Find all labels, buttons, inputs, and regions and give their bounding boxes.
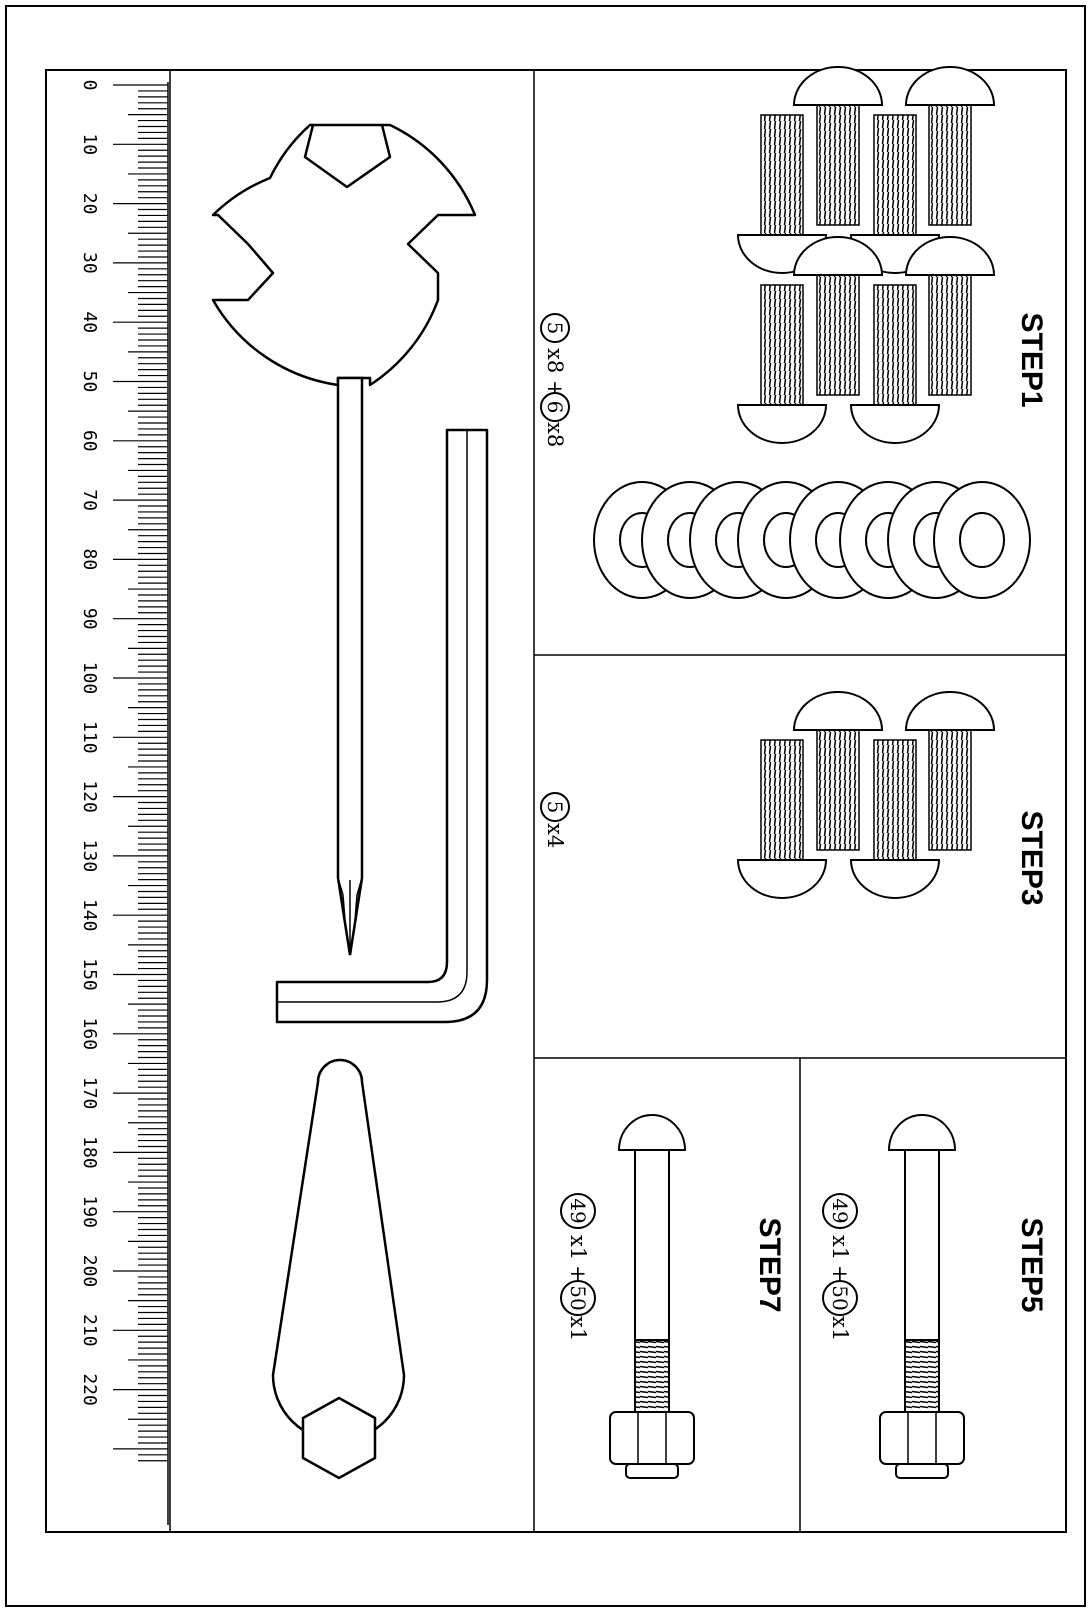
bolt-thread (634, 1339, 670, 1413)
screwdriver-tip (337, 877, 363, 950)
ruler-tick-label: 190 (79, 1195, 100, 1228)
button-head-screw-icon (792, 691, 884, 851)
ruler-tick-label: 40 (79, 311, 100, 333)
part-qty: x8 (543, 348, 567, 373)
step1-washers (593, 481, 1031, 599)
step3-title: STEP3 (1015, 810, 1048, 905)
button-head-screw-icon (849, 739, 941, 899)
step7-quantity: 49 x1 + 50 x1 (560, 1193, 596, 1341)
ruler-tick-label: 110 (79, 721, 100, 754)
step1-screws (736, 66, 996, 444)
step5-title: STEP5 (1015, 1217, 1048, 1312)
step7-bolt (609, 1114, 695, 1479)
ruler-tick-label: 200 (79, 1255, 100, 1288)
step7-panel: STEP7 49 x1 + 50 x1 (560, 1114, 786, 1479)
nut-collar (895, 1463, 949, 1479)
step1-panel: STEP1 5 x8 + 6 x8 (540, 66, 1048, 599)
step3-screws (736, 691, 996, 899)
ruler: 0 10 20 30 40 50 60 70 80 90 100 110 120 130 140 150 160… (79, 80, 169, 1525)
part-number: 5 (543, 801, 567, 814)
ruler-tick-label: 80 (79, 549, 100, 571)
button-head-screw-icon (736, 739, 828, 899)
part-number: 5 (543, 322, 567, 335)
hex-nut-icon (879, 1411, 965, 1465)
part-badge-icon (560, 1193, 596, 1229)
ruler-tick-label: 170 (79, 1077, 100, 1110)
bolt-shank (634, 1149, 670, 1341)
ruler-tick-label: 20 (79, 193, 100, 215)
part-qty: x1 (566, 1316, 590, 1341)
button-head-screw-icon (904, 236, 996, 396)
part-badge-icon (540, 313, 570, 343)
step5-quantity: 49 x1 + 50 x1 (822, 1193, 858, 1341)
wrench-icon (211, 123, 477, 387)
socket-wrench-icon (271, 1058, 406, 1442)
ruler-tick-label: 120 (79, 780, 100, 813)
ruler-tick-label: 0 (79, 80, 100, 91)
ruler-tick-label: 210 (79, 1314, 100, 1347)
ruler-tick-label: 30 (79, 252, 100, 274)
button-head-screw-icon (792, 236, 884, 396)
button-head-screw-icon (904, 691, 996, 851)
ruler-tick-label: 140 (79, 899, 100, 932)
part-number: 49 (566, 1198, 590, 1223)
nut-collar (625, 1463, 679, 1479)
step7-title: STEP7 (753, 1217, 786, 1312)
ruler-ticks (113, 84, 168, 1462)
part-number: 6 (543, 401, 567, 414)
ruler-tick-label: 50 (79, 371, 100, 393)
part-number: 49 (828, 1198, 852, 1223)
inner-border (45, 69, 1067, 1533)
bolt-shank (904, 1149, 940, 1341)
ruler-tick-label: 130 (79, 840, 100, 873)
bolt-head-icon (617, 1114, 687, 1151)
step1-quantity: 5 x8 + 6 x8 (540, 313, 570, 447)
button-head-screw-icon (792, 66, 884, 226)
step3-quantity: 5 x4 (540, 792, 570, 848)
part-badge-icon (822, 1193, 858, 1229)
part-number: 50 (828, 1285, 852, 1310)
ruler-tick-label: 90 (79, 608, 100, 630)
bolt-thread (904, 1339, 940, 1413)
part-qty: x4 (543, 823, 567, 848)
part-badge-icon (560, 1280, 596, 1316)
hex-key-edge (277, 430, 468, 1003)
button-head-screw-icon (849, 284, 941, 444)
ruler-tick-label: 10 (79, 133, 100, 155)
tools-panel (211, 123, 489, 1480)
part-number: 50 (566, 1285, 590, 1310)
part-qty: x1 (566, 1235, 590, 1260)
step5-bolt (879, 1114, 965, 1479)
part-qty: x8 (543, 422, 567, 447)
ruler-tick-label: 160 (79, 1018, 100, 1051)
hex-key-icon (275, 428, 489, 1024)
bolt-head-icon (887, 1114, 957, 1151)
ruler-tick-label: 220 (79, 1373, 100, 1406)
screwdriver-icon (336, 376, 364, 956)
step1-title: STEP1 (1015, 312, 1048, 407)
part-badge-icon (822, 1280, 858, 1316)
washer-icon (933, 481, 1031, 599)
ruler-tick-label: 180 (79, 1136, 100, 1169)
step5-panel: STEP5 49 x1 + 50 x1 (822, 1114, 1048, 1479)
part-joiner: + (543, 380, 567, 398)
ruler-labels: 0 10 20 30 40 50 60 70 80 90 100 110 120 130 140 150 160… (79, 80, 100, 1406)
hex-nut-icon (609, 1411, 695, 1465)
ruler-tick-label: 100 (79, 662, 100, 695)
part-joiner: + (566, 1265, 590, 1283)
ruler-tick-label: 60 (79, 430, 100, 452)
hex-socket-icon (301, 1396, 377, 1480)
button-head-screw-icon (904, 66, 996, 226)
part-badge-icon (540, 392, 570, 422)
part-badge-icon (540, 792, 570, 822)
part-qty: x1 (828, 1316, 852, 1341)
part-joiner: + (828, 1265, 852, 1283)
part-qty: x1 (828, 1235, 852, 1260)
button-head-screw-icon (736, 284, 828, 444)
ruler-tick-label: 150 (79, 958, 100, 991)
step3-panel: STEP3 5 x4 (540, 691, 1048, 906)
ruler-tick-label: 70 (79, 489, 100, 511)
